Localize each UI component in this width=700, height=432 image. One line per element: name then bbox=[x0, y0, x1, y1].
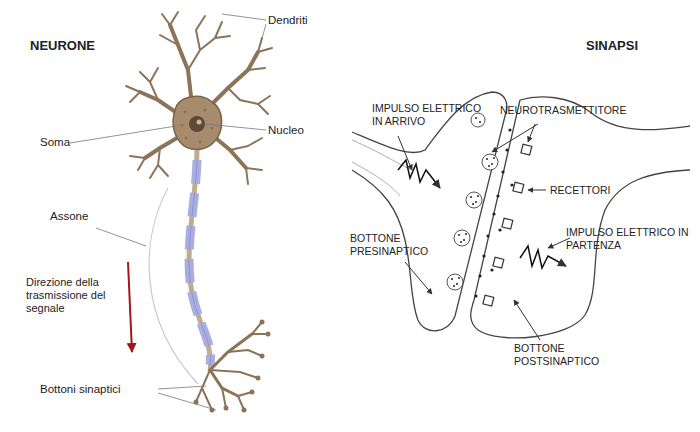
callout-label: IMPULSO ELETTRICO IN ARRIVO bbox=[372, 102, 484, 127]
presynaptic-button bbox=[352, 92, 507, 331]
soma-texture bbox=[181, 109, 214, 144]
callout-label: RECETTORI bbox=[550, 184, 640, 197]
panel-title: NEURONE bbox=[30, 38, 140, 54]
outgoing-impulse bbox=[520, 246, 566, 268]
postsynaptic-button bbox=[471, 97, 690, 338]
incoming-impulse bbox=[398, 160, 440, 188]
vesicle-contents bbox=[451, 117, 495, 287]
callout-label: BOTTONE POSTSINAPTICO bbox=[514, 342, 644, 367]
part-name: Nucleo bbox=[268, 124, 328, 138]
axon-terminals bbox=[196, 322, 268, 410]
soma bbox=[173, 96, 221, 149]
panel-title: SINAPSI bbox=[586, 38, 676, 54]
axon bbox=[189, 150, 210, 372]
direction-arrow bbox=[128, 262, 132, 352]
receptors bbox=[483, 144, 532, 306]
part-name: Soma bbox=[40, 136, 80, 150]
nucleus bbox=[189, 116, 205, 132]
leader-lines bbox=[70, 14, 266, 410]
callout-arrows bbox=[398, 124, 570, 340]
part-name: Dendriti bbox=[268, 14, 338, 28]
nucleolus bbox=[197, 120, 202, 125]
axon-bracket bbox=[149, 188, 198, 384]
annotation: Direzione della trasmissione del segnale bbox=[26, 276, 122, 316]
myelin-outline bbox=[189, 160, 210, 365]
neurotransmitter-dots bbox=[474, 128, 513, 297]
callout-label: BOTTONE PRESINAPTICO bbox=[350, 232, 450, 257]
vesicles bbox=[447, 113, 498, 290]
myelin-sheath bbox=[189, 160, 210, 365]
callout-label: IMPULSO ELETTRICO IN PARTENZA bbox=[566, 226, 691, 251]
synaptic-buttons bbox=[194, 320, 271, 413]
callout-label: NEUROTRASMETTITORE bbox=[500, 104, 630, 117]
part-name: Bottoni sinaptici bbox=[40, 383, 160, 397]
part-name: Assone bbox=[50, 210, 110, 224]
